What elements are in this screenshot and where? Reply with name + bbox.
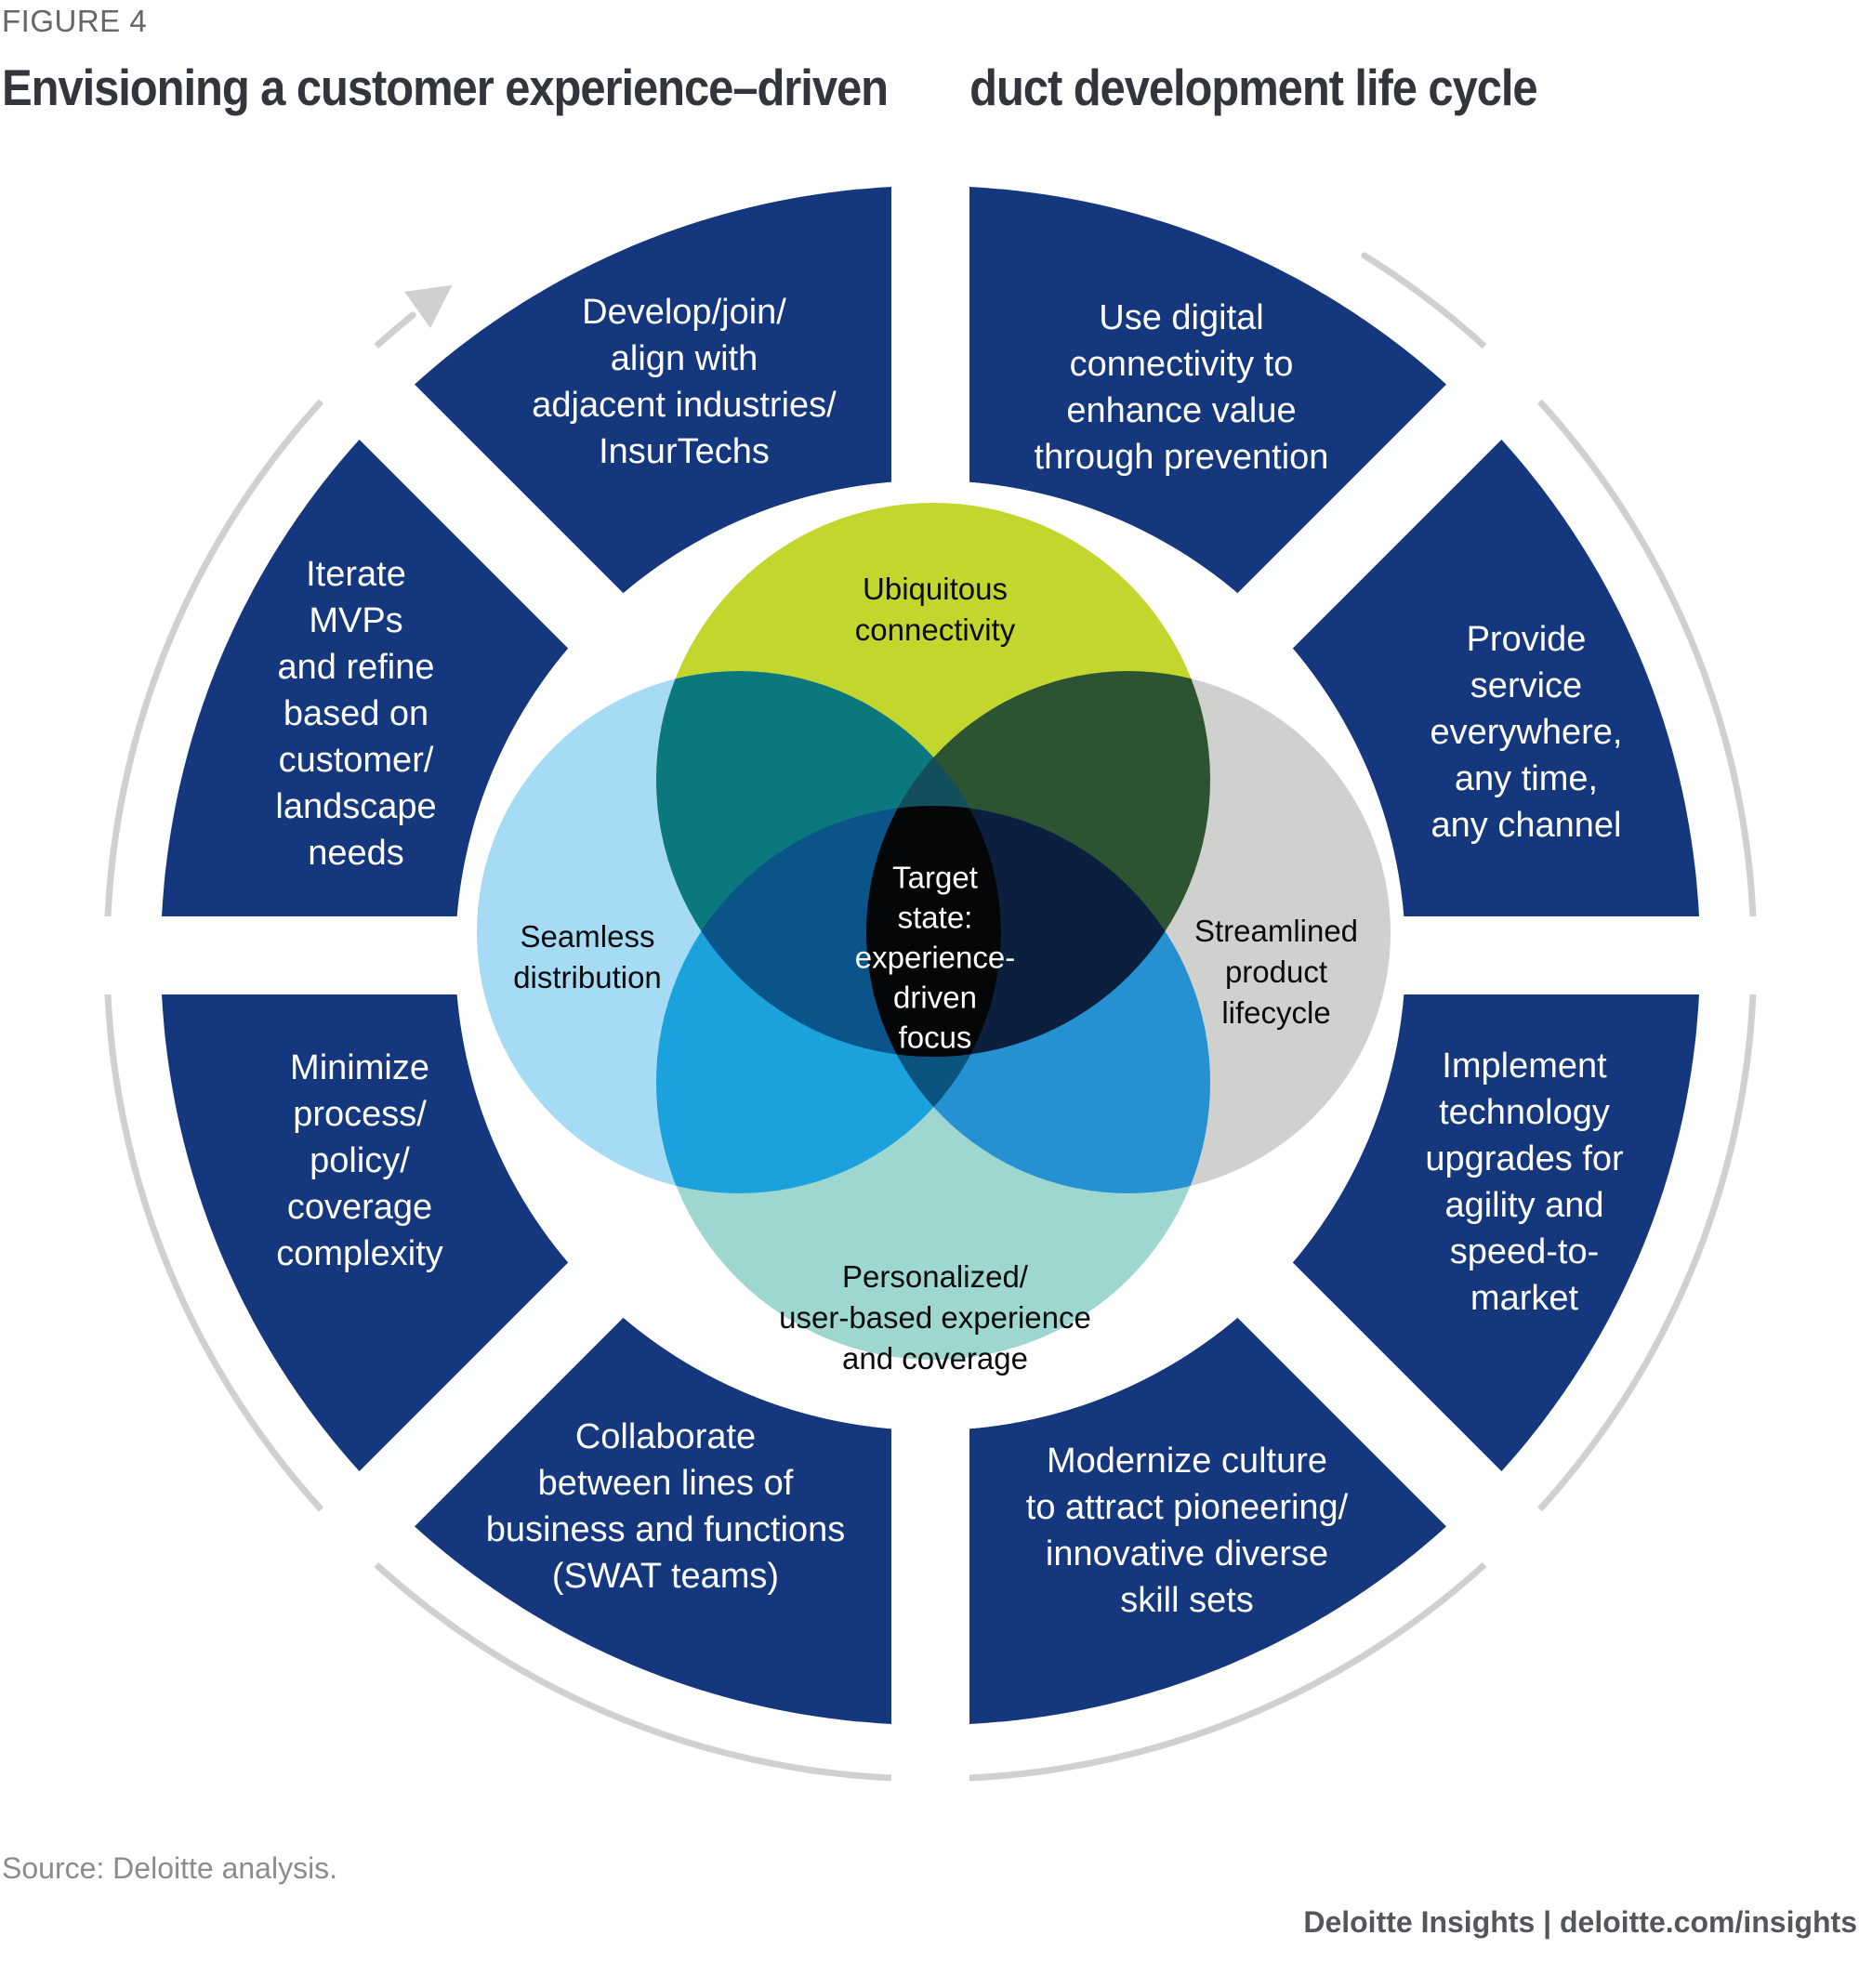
segment-right-upper-text: Provide service everywhere, any time, an… xyxy=(1430,620,1623,845)
segment-top-left-text: Develop/join/ align with adjacent indust… xyxy=(532,293,837,471)
segment-bottom-left-text: Collaborate between lines of business an… xyxy=(485,1417,846,1596)
venn-label-left: Seamless distribution xyxy=(513,919,662,994)
cycle-arrowhead xyxy=(404,284,453,328)
segment-bottom-right-text: Modernize culture to attract pioneering/… xyxy=(1025,1442,1349,1620)
segment-right-lower-text: Implement technology upgrades for agilit… xyxy=(1425,1047,1624,1318)
figure-label: FIGURE 4 xyxy=(2,4,148,38)
overlap-top-right-bottom xyxy=(866,806,1210,1057)
venn-diagram xyxy=(477,503,1391,1360)
overlap-top-left-bottom xyxy=(656,806,1001,1057)
segment-top-right-text: Use digital connectivity to enhance valu… xyxy=(1034,298,1329,477)
cycle-arrow-icon xyxy=(103,252,1758,1783)
venn-label-bottom: Personalized/ user-based experience and … xyxy=(779,1259,1091,1376)
venn-label-center: Target state: experience- driven focus xyxy=(854,860,1016,1055)
venn-label-top: Ubiquitous connectivity xyxy=(854,572,1016,647)
venn-label-right: Streamlined product lifecycle xyxy=(1193,914,1359,1030)
segment-left-lower-text: Minimize process/ policy/ coverage compl… xyxy=(276,1048,443,1273)
publisher-credit: Deloitte Insights | deloitte.com/insight… xyxy=(1303,1905,1857,1939)
segment-left-upper-text: Iterate MVPs and refine based on custome… xyxy=(275,555,437,873)
source-note: Source: Deloitte analysis. xyxy=(2,1851,338,1885)
cycle-arc xyxy=(103,252,1758,1783)
figure-title: Envisioning a customer experience–driven… xyxy=(2,59,1538,116)
